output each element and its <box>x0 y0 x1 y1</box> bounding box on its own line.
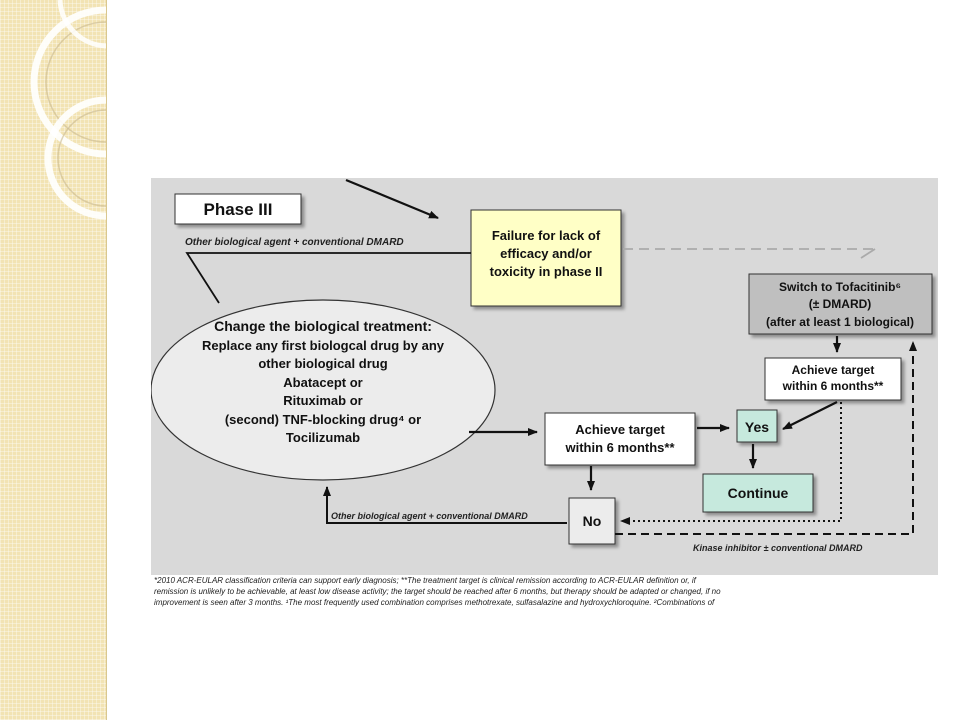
continue-box: Continue <box>702 473 814 513</box>
target-right-line-2: within 6 months** <box>782 379 884 393</box>
footnote-line-2: remission is unlikely to be achievable, … <box>154 587 721 596</box>
target-center-line-2: within 6 months** <box>564 440 675 455</box>
switch-line-1: Switch to Tofacitinib⁶ <box>779 280 901 294</box>
switch-line-2: (± DMARD) <box>809 297 872 311</box>
decorative-sidebar <box>0 0 107 720</box>
ellipse-line-4: Rituximab or <box>283 393 362 408</box>
ellipse-line-1: Replace any first biologcal drug by any <box>202 338 445 353</box>
bottom-edge-label: Other biological agent + conventional DM… <box>331 511 528 521</box>
failure-line-3: toxicity in phase II <box>490 264 603 279</box>
target-right-line-1: Achieve target <box>792 363 875 377</box>
arrow-into-failure <box>345 178 439 220</box>
footnote: *2010 ACR-EULAR classification criteria … <box>151 575 938 610</box>
ellipse-title: Change the biological treatment: <box>214 318 432 334</box>
target-box-center: Achieve target within 6 months** <box>544 412 696 466</box>
ellipse-line-2: other biological drug <box>258 356 387 371</box>
change-treatment-ellipse: Change the biological treatment: Replace… <box>151 299 496 481</box>
continue-label: Continue <box>728 485 789 501</box>
flowchart-panel: Phase III Other biological agent + conve… <box>151 178 938 575</box>
dashed-gray-arrowhead <box>860 248 876 259</box>
footnote-line-1: *2010 ACR-EULAR classification criteria … <box>154 576 696 585</box>
dotted-target-to-no <box>620 402 842 525</box>
ellipse-line-6: Tocilizumab <box>286 430 360 445</box>
arrow-right-target-yes <box>782 401 838 430</box>
footnote-line-3: improvement is seen after 3 months. ¹The… <box>154 598 715 607</box>
failure-line-2: efficacy and/or <box>500 246 592 261</box>
phase-label-box: Phase III <box>174 193 302 225</box>
top-edge-label: Other biological agent + conventional DM… <box>185 237 404 248</box>
ellipse-line-5: (second) TNF-blocking drug⁴ or <box>225 412 421 427</box>
no-box: No <box>568 497 616 545</box>
decorative-rings <box>30 0 106 220</box>
yes-label: Yes <box>745 419 769 435</box>
ellipse-line-3: Abatacept or <box>283 375 362 390</box>
kinase-label: Kinase inhibitor ± conventional DMARD <box>693 543 863 553</box>
switch-line-3: (after at least 1 biological) <box>766 315 914 329</box>
switch-box: Switch to Tofacitinib⁶ (± DMARD) (after … <box>748 273 933 335</box>
yes-box: Yes <box>736 409 778 443</box>
target-box-right: Achieve target within 6 months** <box>764 357 902 401</box>
phase-label: Phase III <box>204 200 273 219</box>
loop-line <box>185 252 471 304</box>
arrow-no-to-ellipse <box>323 486 567 524</box>
no-label: No <box>583 513 602 529</box>
target-center-line-1: Achieve target <box>575 422 665 437</box>
flowchart: Phase III Other biological agent + conve… <box>151 178 933 553</box>
failure-line-1: Failure for lack of <box>492 228 601 243</box>
failure-box: Failure for lack of efficacy and/or toxi… <box>470 209 622 307</box>
